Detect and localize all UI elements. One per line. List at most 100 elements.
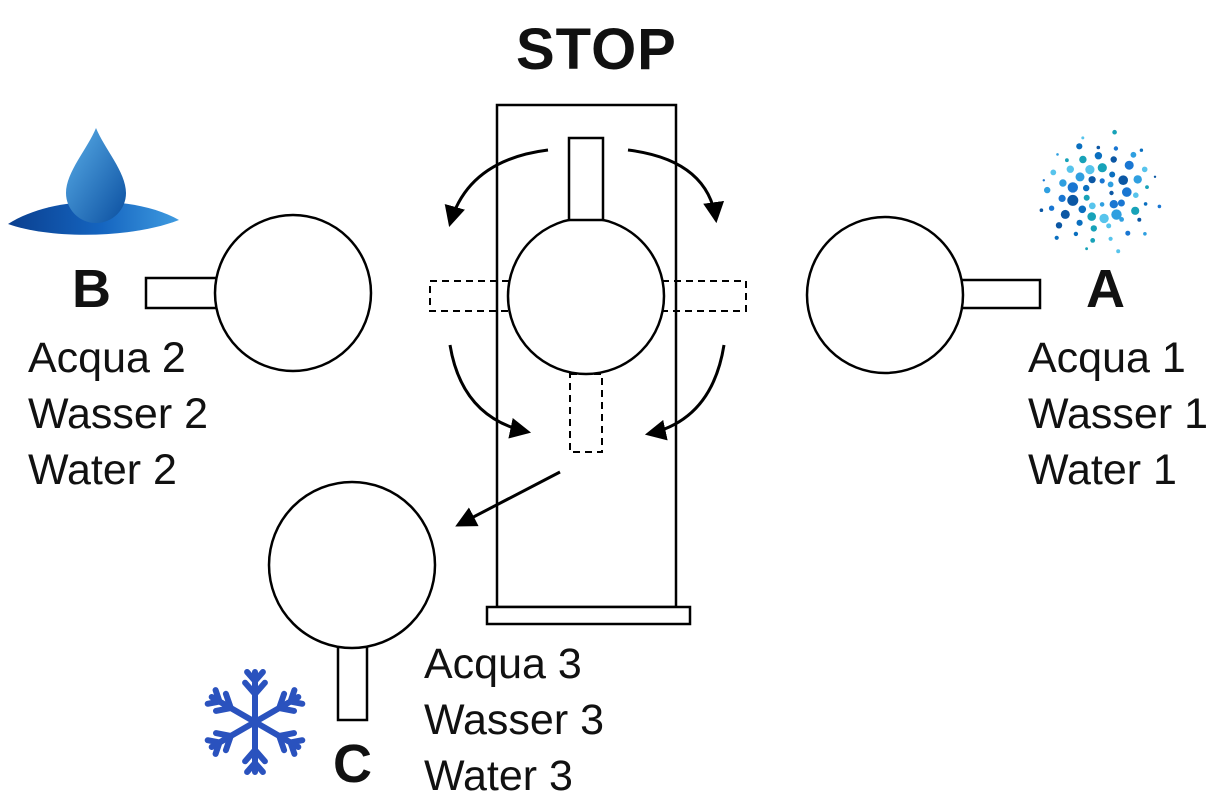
spray-dot [1116, 249, 1121, 254]
spray-dot [1139, 148, 1144, 152]
handle-b [144, 276, 220, 310]
position-c-line-1: Acqua 3 [424, 640, 582, 688]
arrow-rotate-bottom-right [644, 344, 726, 441]
knob-circle-b [213, 213, 373, 373]
spray-dot [1065, 158, 1069, 163]
spray-dot [1108, 236, 1113, 241]
position-a-line-2: Wasser 1 [1028, 390, 1208, 438]
spray-dot [1058, 194, 1066, 202]
spray-dot [1060, 209, 1070, 219]
arrow-rotate-bottom-left [448, 344, 532, 439]
spray-dot [1125, 230, 1131, 236]
handle-up [567, 136, 605, 222]
spray-dot [1054, 235, 1059, 240]
spray-dot [1059, 179, 1067, 187]
spray-dot [1130, 151, 1137, 158]
position-a-line-3: Water 1 [1028, 446, 1177, 494]
spray-dot [1090, 225, 1098, 232]
spray-dot [1083, 194, 1090, 201]
handle-a [958, 278, 1042, 310]
water-drop-shape [66, 128, 126, 223]
spray-dot [1066, 165, 1075, 173]
spray-dot [1079, 155, 1087, 164]
water-drop-icon [8, 128, 179, 235]
arrow-to-position-c [455, 470, 561, 527]
spray-dot [1088, 202, 1096, 210]
spray-dot [1076, 143, 1083, 150]
spray-dot [1106, 223, 1112, 229]
spray-dot [1050, 169, 1057, 176]
spray-dot [1087, 212, 1096, 221]
spray-dot [1141, 166, 1148, 173]
spray-dot [1042, 179, 1046, 182]
spray-dot [1111, 209, 1122, 220]
spray-dot [1131, 206, 1140, 215]
faucet-base [485, 605, 692, 626]
spray-dot [1075, 172, 1085, 182]
spray-dot [1039, 208, 1044, 212]
spray-dot [1099, 178, 1105, 184]
spray-dot [1143, 232, 1147, 236]
spray-dot [1124, 160, 1134, 170]
dashed-position-bottom [569, 373, 603, 453]
spray-dot [1067, 182, 1079, 193]
spray-dot [1085, 165, 1095, 175]
position-b-line-3: Water 2 [28, 446, 177, 494]
rotation-arrows [444, 148, 726, 527]
snowflake-icon [204, 669, 306, 775]
spray-dot [1099, 213, 1109, 224]
knob-circle-c [267, 480, 437, 650]
spray-dot [1081, 136, 1085, 140]
spray-dot [1048, 205, 1055, 211]
spray-dot [1096, 145, 1101, 150]
position-c-lines: Acqua 3 Wasser 3 Water 3 [424, 636, 604, 804]
spray-dot [1119, 217, 1124, 222]
arrow-rotate-top-right [627, 148, 725, 224]
spray-dot [1055, 222, 1063, 229]
spray-dot [1110, 156, 1117, 163]
spray-dot [1137, 217, 1142, 222]
spray-dot [1157, 204, 1162, 209]
spray-dot [1133, 175, 1142, 184]
spray-dot [1107, 181, 1114, 188]
arrow-rotate-top-left [444, 148, 549, 228]
knob-position-c [267, 480, 437, 722]
spray-dot [1090, 238, 1096, 243]
position-c-line-3: Water 3 [424, 752, 573, 800]
spray-dot [1083, 184, 1090, 192]
spray-dot [1112, 129, 1117, 135]
spray-dot [1113, 146, 1119, 151]
position-a-lines: Acqua 1 Wasser 1 Water 1 [1028, 330, 1208, 498]
spray-dot [1067, 194, 1079, 206]
knob-position-a [805, 215, 1042, 375]
spray-dot [1044, 186, 1051, 194]
spray-dot [1145, 185, 1149, 190]
snowflake-shape [204, 669, 306, 775]
knob-circle-a [805, 215, 965, 375]
spray-dot [1097, 163, 1107, 173]
spray-dot [1133, 192, 1139, 198]
spray-dot [1076, 219, 1083, 226]
spray-dot [1056, 153, 1059, 156]
stop-label: STOP [516, 17, 677, 82]
spray-dot [1143, 202, 1148, 206]
position-c-line-2: Wasser 3 [424, 696, 604, 744]
spray-dot [1073, 231, 1079, 237]
position-b-line-2: Wasser 2 [28, 390, 208, 438]
spray-dot [1109, 200, 1119, 209]
position-b-line-1: Acqua 2 [28, 334, 186, 382]
spray-dot [1088, 176, 1096, 184]
spray-dot [1099, 202, 1105, 207]
position-a-letter: A [1086, 259, 1125, 319]
spray-dot [1117, 199, 1125, 207]
dashed-position-right [661, 280, 747, 312]
position-a-line-1: Acqua 1 [1028, 334, 1186, 382]
knob-position-b [144, 213, 373, 373]
spray-icon [1039, 129, 1162, 254]
spray-dot [1094, 152, 1103, 160]
handle-c [336, 642, 369, 722]
spray-dot [1153, 175, 1157, 178]
position-b-letter: B [72, 259, 111, 319]
